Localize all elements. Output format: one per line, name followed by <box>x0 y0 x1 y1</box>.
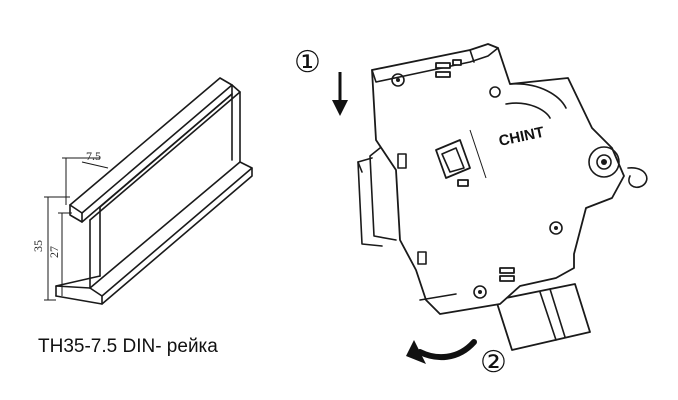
din-rail-drawing: 7.5 35 27 <box>31 77 253 305</box>
rail-caption: TH35-7.5 DIN- рейка <box>38 336 218 357</box>
step-one-marker: ① <box>294 46 321 79</box>
rail-width-label: 7.5 <box>86 149 101 163</box>
step-two-marker: ② <box>480 346 507 379</box>
curved-arrow-icon <box>406 339 477 364</box>
arrow-down-icon <box>332 72 348 116</box>
rail-height-label: 35 <box>31 240 45 252</box>
circuit-breaker-drawing: CHINT <box>357 43 648 351</box>
rail-depth-label: 27 <box>47 246 61 258</box>
